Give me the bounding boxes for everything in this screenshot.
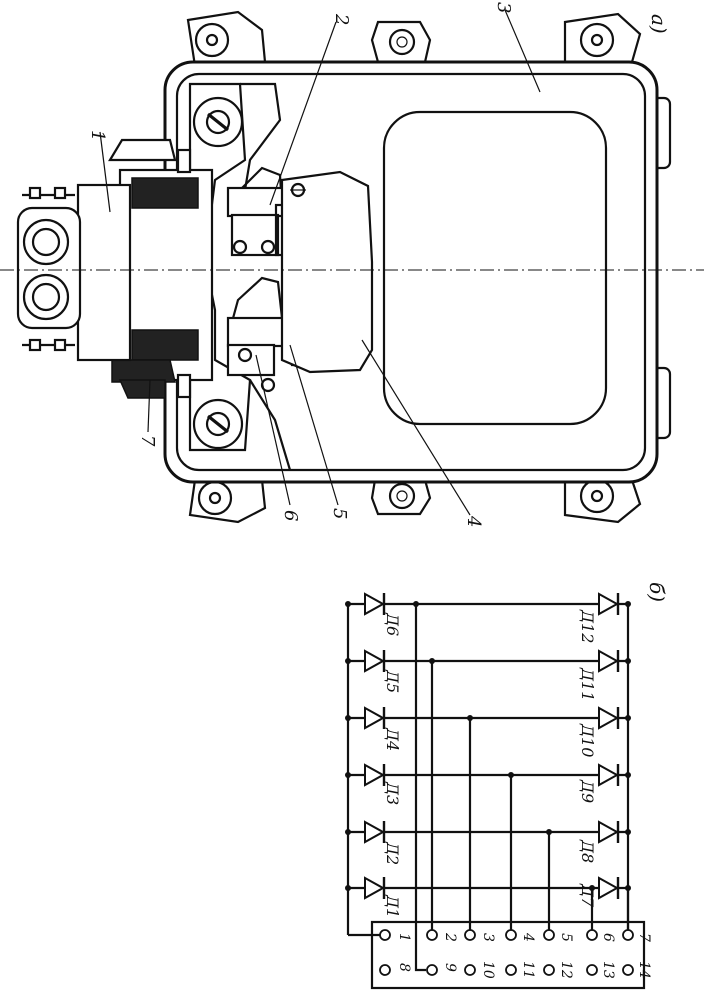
- diode-block: [226, 166, 374, 393]
- mounting-lugs: [186, 10, 672, 524]
- junction-left-6: [345, 885, 351, 891]
- diode-bottom-5: [598, 820, 620, 844]
- mechanical-drawing-part-a: 1 2 3 4 5 6 7 а): [0, 2, 704, 527]
- diode-top-5: [364, 820, 386, 844]
- diode-bottom-2: [598, 649, 620, 673]
- junction-right-5: [625, 829, 631, 835]
- leader-lines: [99, 9, 541, 516]
- connector-plug: [16, 138, 214, 399]
- diode-label-d11: Д11: [578, 667, 597, 701]
- terminal-number-11: 11: [520, 961, 536, 979]
- diode-label-d12: Д12: [578, 609, 597, 643]
- callout-numbers: 1 2 3 4 5 6 7: [87, 2, 514, 527]
- diode-label-d7: Д7: [578, 883, 597, 908]
- callout-3: 3: [493, 2, 514, 13]
- terminal-12: [543, 964, 555, 976]
- diode-bottom-4: [598, 763, 620, 787]
- diode-label-d3: Д3: [383, 781, 402, 805]
- diode-label-d6: Д6: [383, 612, 402, 636]
- terminal-9: [426, 964, 438, 976]
- terminal-number-3: 3: [480, 933, 496, 942]
- terminal-block: [370, 920, 646, 990]
- terminal-2: [426, 929, 438, 941]
- diode-label-d9: Д9: [578, 779, 597, 803]
- junction-right-4: [625, 772, 631, 778]
- terminal-number-9: 9: [442, 963, 458, 972]
- terminal-10: [464, 964, 476, 976]
- inner-mounting-plate: [188, 82, 292, 471]
- terminal-number-14: 14: [636, 961, 652, 979]
- terminal-number-2: 2: [442, 932, 458, 942]
- terminal-3: [464, 929, 476, 941]
- terminal-number-10: 10: [480, 961, 496, 979]
- diode-top-3: [364, 706, 386, 730]
- callout-4: 4: [463, 515, 484, 527]
- diode-top-6: [364, 876, 386, 900]
- terminal-number-12: 12: [558, 961, 574, 979]
- junction-left-2: [345, 658, 351, 664]
- diode-bottom-3: [598, 706, 620, 730]
- diode-top-1: [364, 592, 386, 616]
- diode-label-d8: Д8: [578, 839, 597, 863]
- terminal-8: [379, 964, 391, 976]
- diode-rows: [345, 592, 631, 900]
- terminal-number-13: 13: [600, 961, 616, 979]
- terminal-number-8: 8: [396, 963, 412, 972]
- terminal-number-7: 7: [636, 933, 652, 942]
- terminal-circles: [379, 929, 634, 976]
- part-b-label: б): [645, 582, 669, 602]
- junction-left-4: [345, 772, 351, 778]
- wire-to-terminal-9: [414, 604, 426, 972]
- diode-label-d2: Д2: [383, 841, 402, 865]
- junction-right-2: [625, 658, 631, 664]
- junction-left-5: [345, 829, 351, 835]
- junction-left-1: [345, 601, 351, 607]
- diode-top-4: [364, 763, 386, 787]
- terminal-13: [586, 964, 598, 976]
- callout-2: 2: [331, 13, 352, 25]
- diode-bottom-6: [598, 876, 620, 900]
- terminal-14: [622, 964, 634, 976]
- diode-label-d1: Д1: [383, 894, 402, 918]
- terminal-7: [622, 929, 634, 941]
- terminal-number-4: 4: [520, 932, 536, 942]
- callout-6: 6: [280, 510, 301, 521]
- diode-label-d5: Д5: [383, 669, 402, 693]
- callout-7: 7: [137, 435, 158, 447]
- terminal-5: [543, 929, 555, 941]
- callout-5: 5: [329, 508, 350, 519]
- callout-1: 1: [87, 130, 108, 141]
- terminal-1: [379, 929, 391, 941]
- terminal-6: [586, 929, 598, 941]
- diode-label-d4: Д4: [383, 727, 402, 751]
- terminal-number-5: 5: [558, 933, 574, 942]
- diode-top-2: [364, 649, 386, 673]
- circuit-diagram-part-b: б) Д6 Д5 Д4 Д3 Д2 Д1 Д12 Д11 Д10 Д9 Д8 Д…: [345, 582, 669, 990]
- diode-bottom-1: [598, 592, 620, 616]
- junction-right-3: [625, 715, 631, 721]
- terminal-4: [505, 929, 517, 941]
- terminal-11: [505, 964, 517, 976]
- part-a-label: а): [647, 14, 671, 34]
- junction-left-3: [345, 715, 351, 721]
- terminal-number-1: 1: [396, 933, 412, 942]
- diode-label-d10: Д10: [578, 723, 597, 757]
- terminal-number-6: 6: [600, 933, 616, 942]
- junction-right-1: [625, 601, 631, 607]
